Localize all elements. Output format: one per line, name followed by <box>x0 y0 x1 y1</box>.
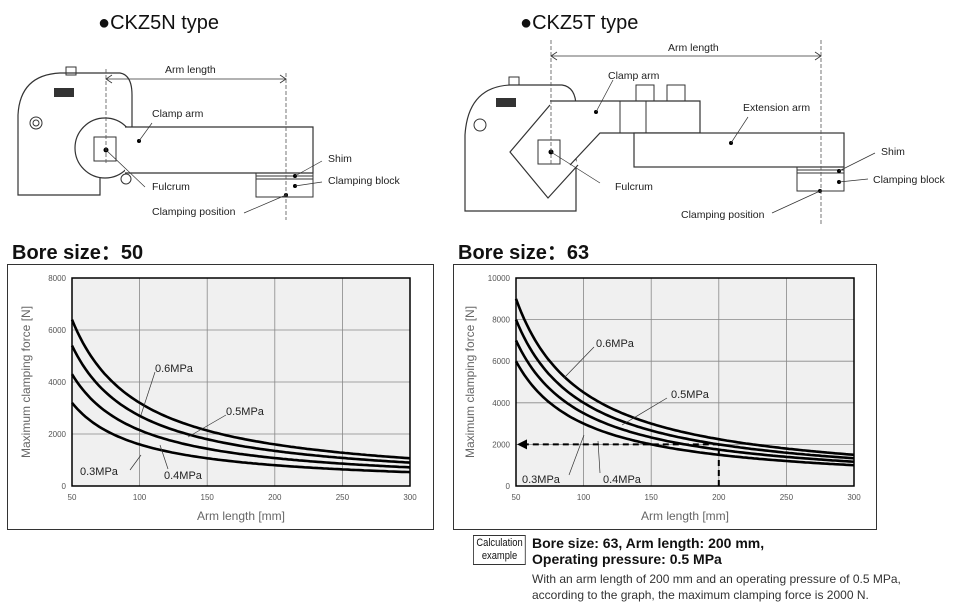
series-0.3MPa <box>71 401 411 474</box>
svg-text:100: 100 <box>577 493 591 502</box>
ckz5t-clamp-arm-label: Clamp arm <box>608 70 660 82</box>
svg-text:2000: 2000 <box>48 430 66 439</box>
svg-text:8000: 8000 <box>492 316 510 325</box>
svg-text:150: 150 <box>201 493 215 502</box>
svg-text:4000: 4000 <box>492 399 510 408</box>
series-0.6MPa <box>70 319 411 460</box>
series-0.5MPa <box>514 319 855 460</box>
ckz5n-type-title: ●CKZ5N type <box>98 12 220 34</box>
series-0.6MPa <box>514 298 855 457</box>
series-0.4MPa <box>70 373 411 469</box>
ckz5n-clamping-block-label: Clamping block <box>328 175 400 187</box>
svg-text:6000: 6000 <box>492 357 510 366</box>
svg-text:200: 200 <box>712 493 726 502</box>
svg-text:50: 50 <box>68 493 77 502</box>
svg-text:50: 50 <box>512 493 521 502</box>
svg-text:100: 100 <box>133 493 147 502</box>
svg-text:150: 150 <box>645 493 659 502</box>
bore-50-title: Bore size：50 <box>12 242 144 264</box>
bore-63-title: Bore size：63 <box>458 242 590 264</box>
svg-text:10000: 10000 <box>488 274 511 283</box>
ckz5t-clamping-position-label: Clamping position <box>681 209 765 221</box>
svg-text:Arm length [mm]: Arm length [mm] <box>641 509 729 523</box>
svg-text:0.4MPa: 0.4MPa <box>603 474 642 486</box>
ckz5n-fulcrum-label: Fulcrum <box>152 181 190 193</box>
svg-text:0.6MPa: 0.6MPa <box>155 363 194 375</box>
svg-text:0.3MPa: 0.3MPa <box>522 474 561 486</box>
svg-text:Maximum clamping force [N]: Maximum clamping force [N] <box>463 306 477 458</box>
ckz5t-fulcrum-label: Fulcrum <box>615 181 653 193</box>
ckz5n-clamp-arm-label: Clamp arm <box>152 108 204 120</box>
ckz5t-arm-length-label: Arm length <box>668 42 719 54</box>
svg-text:300: 300 <box>847 493 861 502</box>
svg-text:0.5MPa: 0.5MPa <box>226 406 265 418</box>
calc-explanation: With an arm length of 200 mm and an oper… <box>532 571 901 603</box>
svg-text:4000: 4000 <box>48 378 66 387</box>
ckz5t-type-title: ●CKZ5T type <box>520 12 639 34</box>
svg-text:Arm length [mm]: Arm length [mm] <box>197 509 285 523</box>
calculation-example-badge: Calculation example <box>473 535 527 565</box>
svg-text:0.3MPa: 0.3MPa <box>80 466 119 478</box>
svg-text:300: 300 <box>403 493 417 502</box>
svg-text:8000: 8000 <box>48 274 66 283</box>
series-0.3MPa <box>514 360 855 467</box>
svg-text:Maximum clamping force [N]: Maximum clamping force [N] <box>19 306 33 458</box>
ckz5n-diagram <box>17 66 323 220</box>
series-0.5MPa <box>70 345 411 464</box>
ckz5t-diagram <box>464 40 876 225</box>
svg-text:0.5MPa: 0.5MPa <box>671 389 710 401</box>
ckz5n-arm-length-label: Arm length <box>165 64 216 76</box>
svg-text:0.4MPa: 0.4MPa <box>164 470 203 482</box>
calc-text-line2: according to the graph, the maximum clam… <box>532 588 869 602</box>
badge-line1: Calculation <box>476 537 523 549</box>
svg-text:250: 250 <box>336 493 350 502</box>
calc-heading-line2: Operating pressure: 0.5 MPa <box>532 551 722 567</box>
svg-text:2000: 2000 <box>492 440 510 449</box>
svg-text:6000: 6000 <box>48 326 66 335</box>
ckz5t-shim-label: Shim <box>881 146 905 158</box>
ckz5t-extension-arm-label: Extension arm <box>743 102 811 114</box>
svg-text:200: 200 <box>268 493 282 502</box>
calc-heading-line1: Bore size: 63, Arm length: 200 mm, <box>532 535 765 551</box>
svg-text:0: 0 <box>62 482 67 491</box>
svg-text:0.6MPa: 0.6MPa <box>596 338 635 350</box>
calc-heading: Bore size: 63, Arm length: 200 mm, Opera… <box>532 535 764 567</box>
svg-text:250: 250 <box>780 493 794 502</box>
badge-line2: example <box>481 550 518 562</box>
ckz5n-shim-label: Shim <box>328 153 352 165</box>
ckz5t-clamping-block-label: Clamping block <box>873 174 945 186</box>
svg-text:0: 0 <box>506 482 511 491</box>
calc-text-line1: With an arm length of 200 mm and an oper… <box>532 572 901 586</box>
ckz5n-clamping-position-label: Clamping position <box>152 206 236 218</box>
